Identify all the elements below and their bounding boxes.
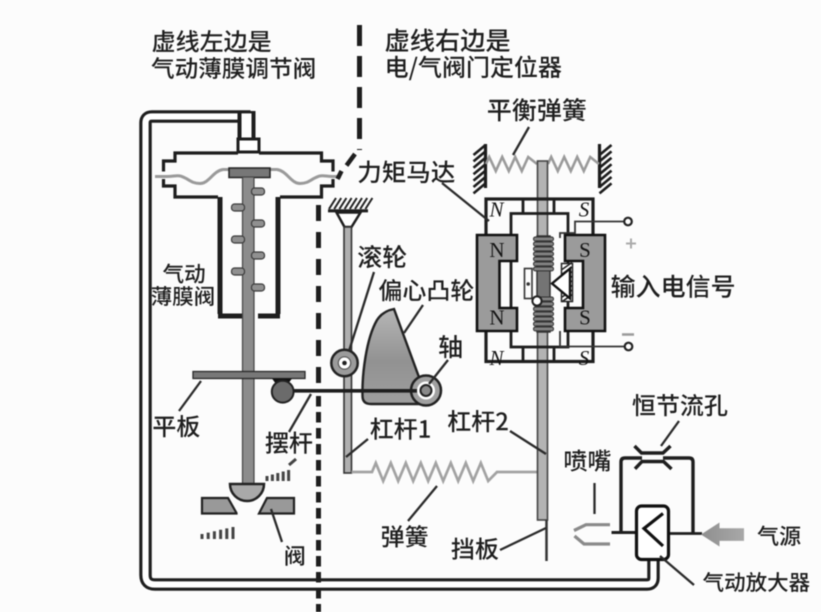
svg-text:N: N bbox=[489, 306, 504, 330]
svg-text:N: N bbox=[488, 346, 504, 370]
svg-text:S: S bbox=[579, 198, 590, 222]
svg-text:N: N bbox=[488, 198, 504, 222]
svg-text:S: S bbox=[579, 238, 591, 262]
svg-text:S: S bbox=[579, 306, 591, 330]
svg-text:S: S bbox=[579, 346, 590, 370]
svg-text:N: N bbox=[489, 238, 504, 262]
